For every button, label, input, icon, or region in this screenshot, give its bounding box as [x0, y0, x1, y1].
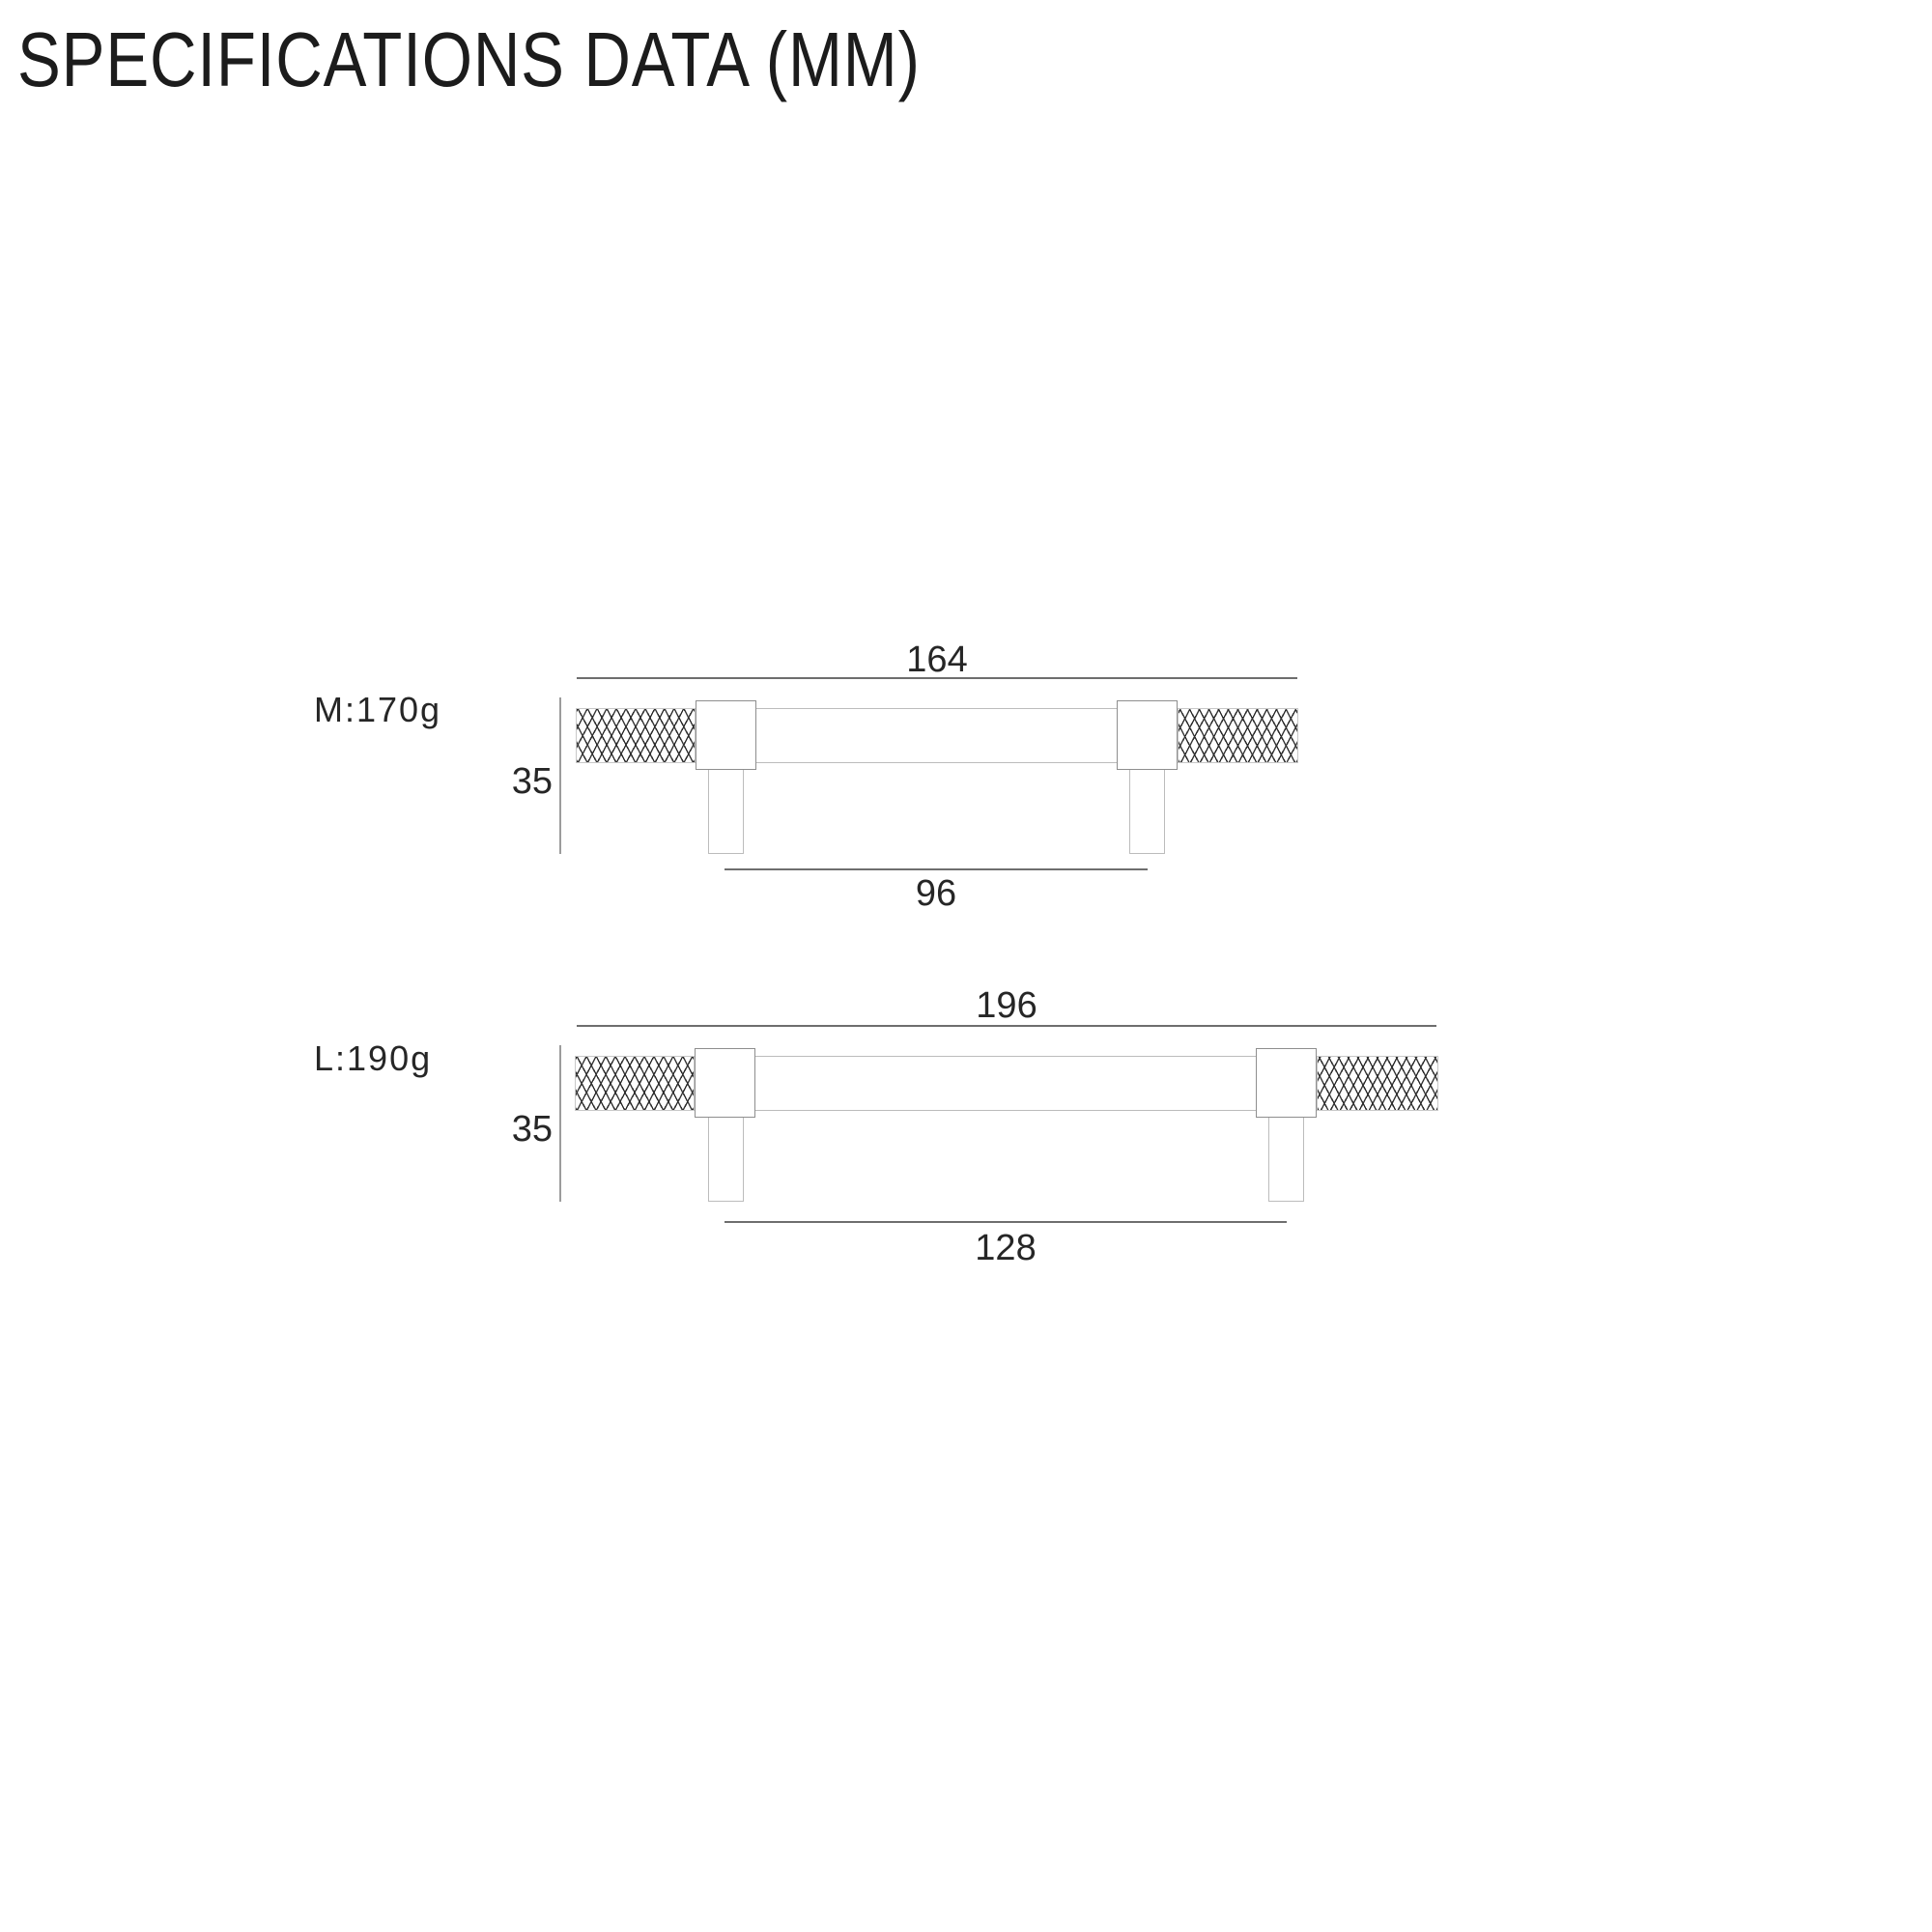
screw-leg-right	[1268, 1117, 1304, 1202]
overall-length-dimension-line	[577, 1025, 1436, 1027]
mount-post-left	[695, 1048, 755, 1118]
knurl-grip-right	[1178, 708, 1298, 763]
handle-bar	[754, 1056, 1257, 1111]
weight-label: M:170g	[314, 690, 442, 729]
screw-leg-left	[708, 1117, 744, 1202]
height-value: 35	[511, 1109, 553, 1150]
hole-spacing-dimension-line	[724, 868, 1148, 870]
overall-length-value: 196	[976, 985, 1037, 1026]
overall-length-dimension-line	[577, 677, 1297, 679]
screw-leg-right	[1129, 769, 1165, 854]
knurl-grip-left	[575, 1056, 695, 1111]
mount-post-left	[696, 700, 756, 770]
page-title: SPECIFICATIONS DATA (MM)	[17, 16, 921, 102]
hole-spacing-value: 128	[975, 1228, 1037, 1268]
overall-length-value: 164	[906, 639, 968, 680]
weight-label: L:190g	[314, 1038, 433, 1078]
height-value: 35	[511, 761, 553, 802]
height-extension-line	[559, 697, 561, 854]
hole-spacing-dimension-line	[724, 1221, 1287, 1223]
screw-leg-left	[708, 769, 744, 854]
handle-bar	[755, 708, 1118, 763]
knurl-grip-right	[1317, 1056, 1438, 1111]
mount-post-right	[1256, 1048, 1317, 1118]
hole-spacing-value: 96	[915, 873, 957, 914]
height-extension-line	[559, 1045, 561, 1202]
mount-post-right	[1117, 700, 1178, 770]
knurl-grip-left	[576, 708, 696, 763]
